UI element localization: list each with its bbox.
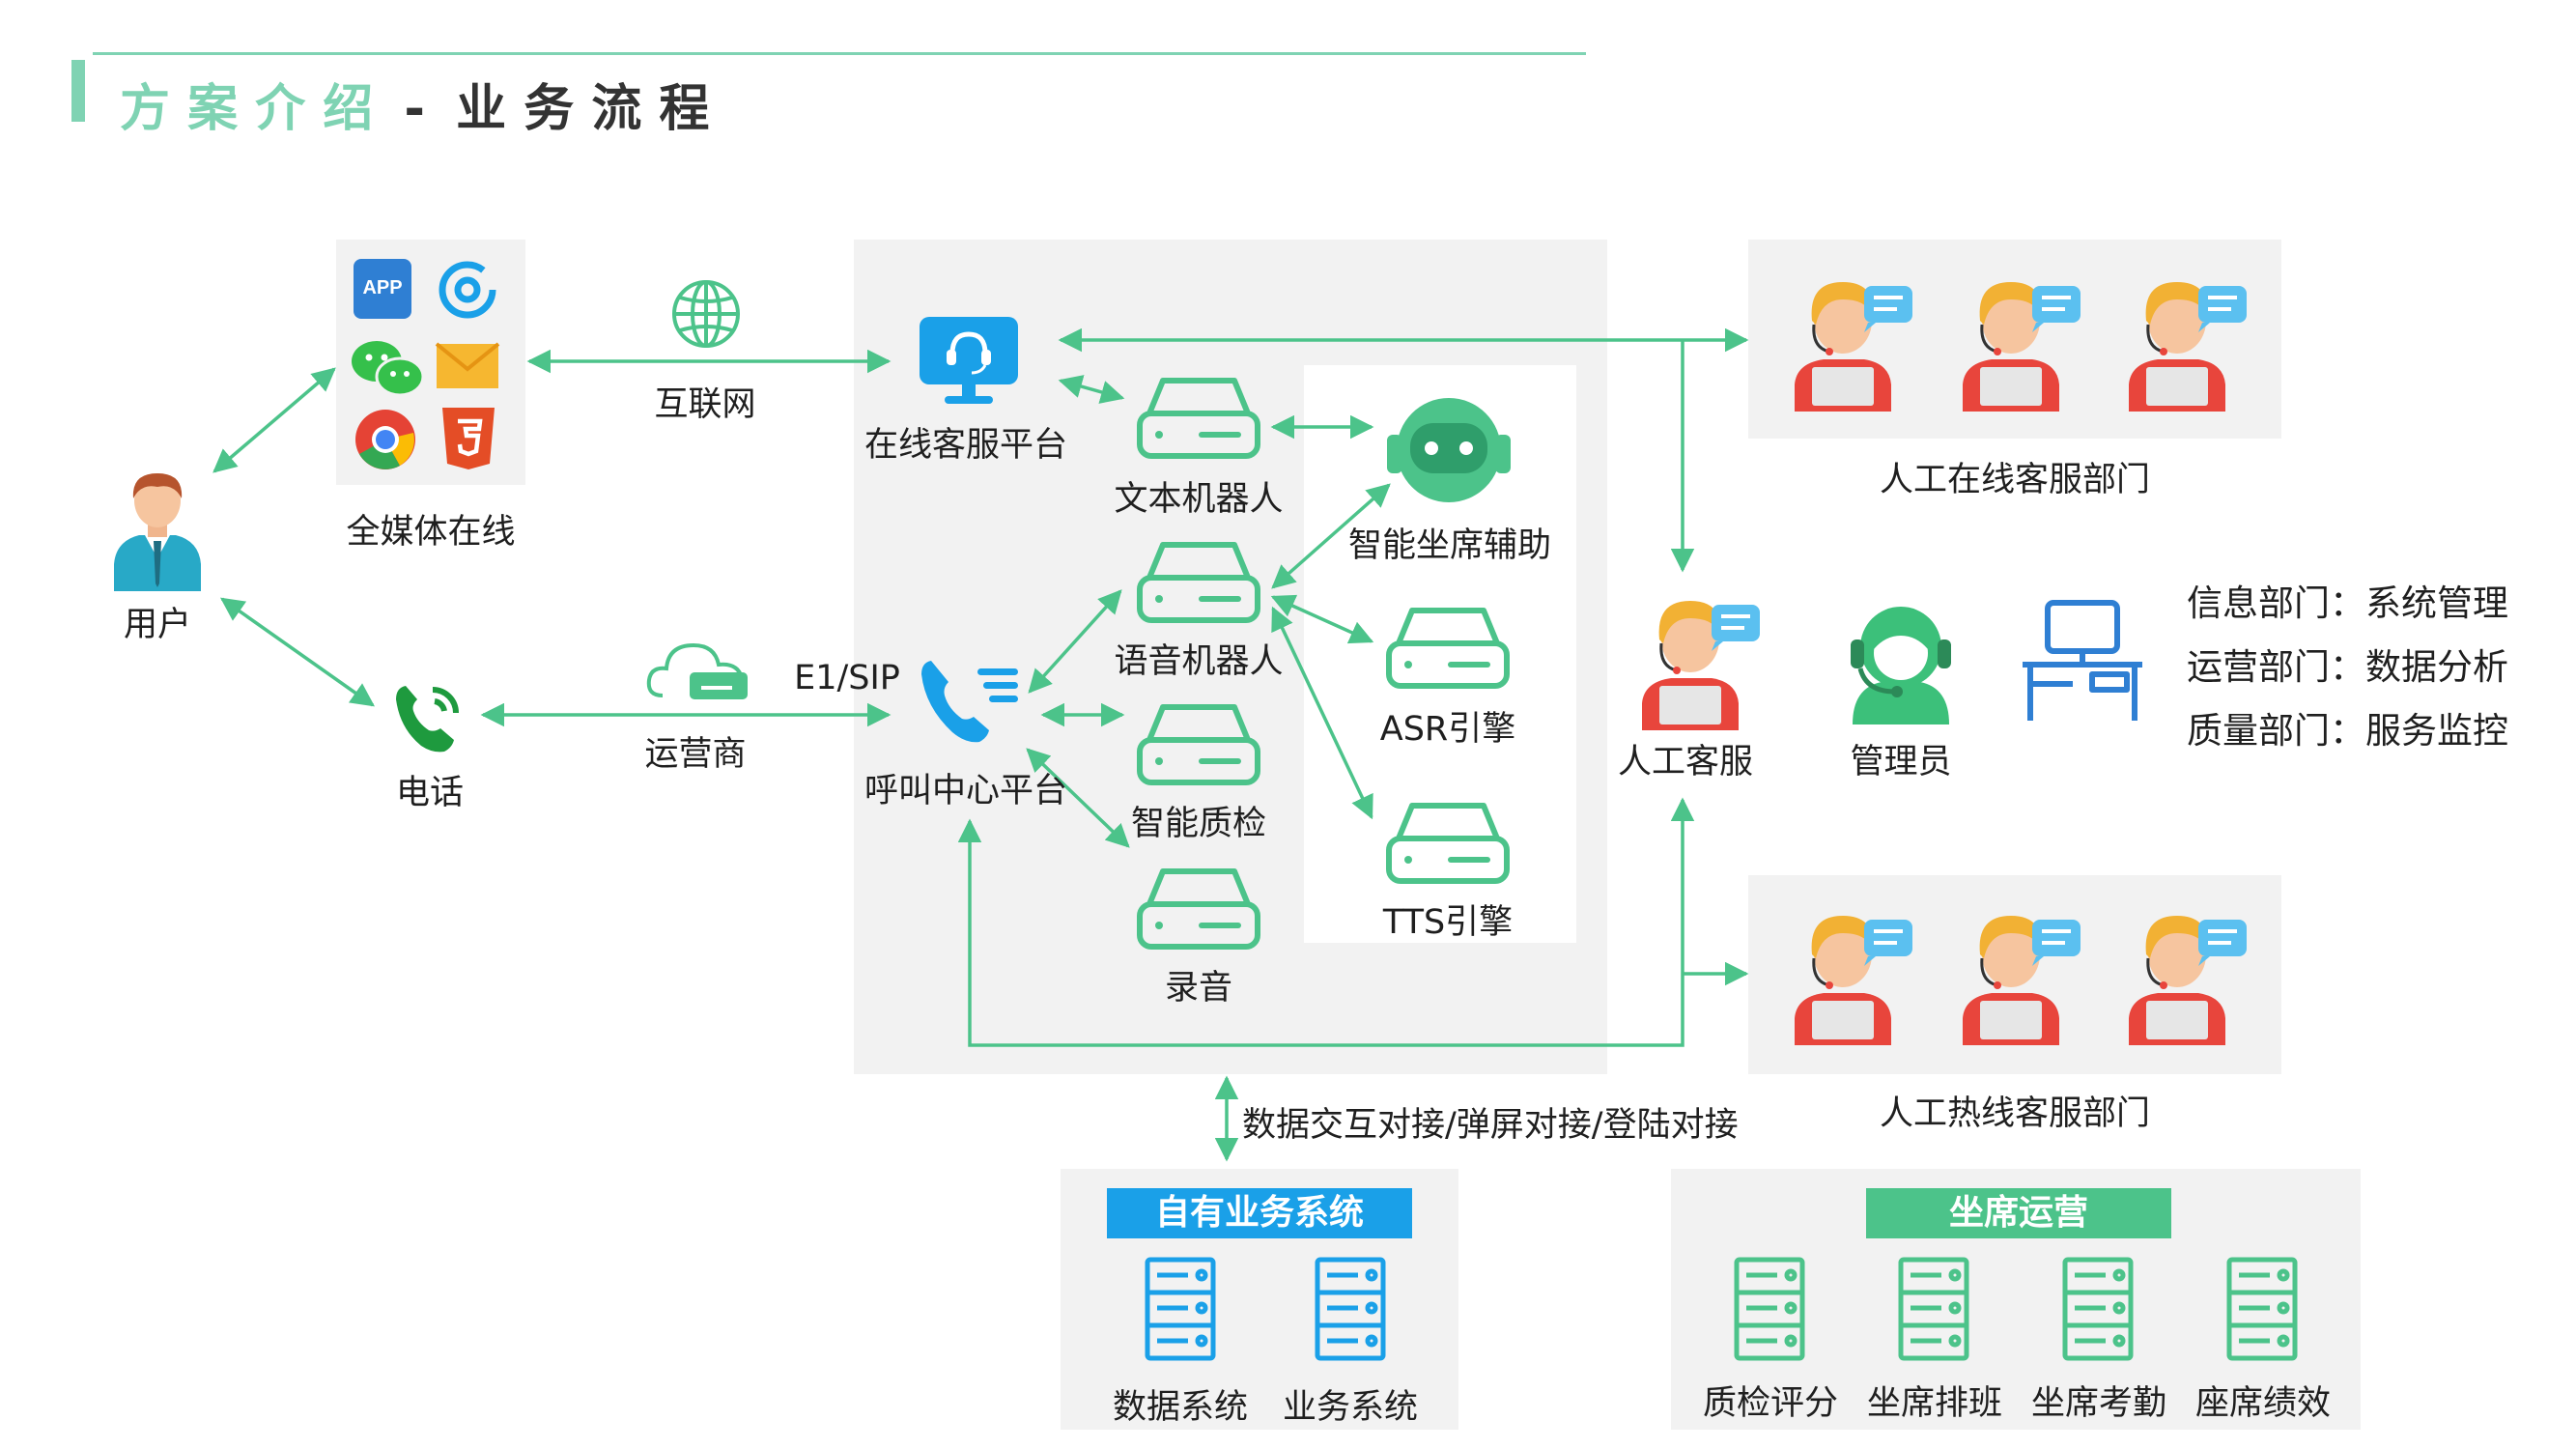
data-link-label: 数据交互对接/弹屏对接/登陆对接 [1242, 1106, 1739, 1145]
carrier-label: 运营商 [644, 735, 747, 774]
arrow-user-phone [219, 597, 376, 707]
arrow-user-media [212, 367, 336, 473]
data-system-server-icon [1145, 1257, 1216, 1361]
recording-label: 录音 [1164, 969, 1232, 1008]
voice-robot-label: 语音机器人 [1114, 642, 1284, 681]
quality-score-server-icon [1734, 1257, 1805, 1361]
own-systems-title: 自有业务系统 [1107, 1188, 1412, 1238]
asr-drive-icon [1386, 608, 1510, 689]
admin-headset-icon [1851, 607, 1951, 724]
department-item: 质量部门：服务监控 [2187, 710, 2508, 752]
title-separator: - [404, 80, 426, 138]
human-agent-icon [1642, 601, 1760, 730]
seat-ops-item: 座席绩效 [2194, 1384, 2331, 1423]
seat-ops-item: 坐席排班 [1866, 1384, 2002, 1423]
seat-ops-title-text: 坐席运营 [1948, 1193, 2088, 1233]
app-badge: APP [362, 277, 403, 298]
call-center-icon [921, 661, 1018, 743]
hotline-dept-label: 人工热线客服部门 [1879, 1094, 2150, 1133]
agent-avatar-icon [1963, 916, 2081, 1045]
seat-ops-item: 质检评分 [1702, 1384, 1838, 1423]
at-sign-icon [439, 261, 496, 319]
protocol-label: E1/SIP [794, 659, 900, 697]
tts-label: TTS引擎 [1382, 903, 1514, 942]
agent-avatar-icon [1963, 282, 2081, 412]
asr-label: ASR引擎 [1379, 710, 1516, 749]
agent-avatar-icon [2129, 916, 2247, 1045]
text-robot-drive-icon [1137, 378, 1260, 459]
phone-icon [396, 686, 459, 753]
internet-label: 互联网 [654, 385, 756, 424]
own-systems-title-text: 自有业务系统 [1154, 1193, 1364, 1233]
user-icon [114, 473, 201, 591]
user-label: 用户 [123, 606, 191, 644]
html5-icon [442, 408, 495, 469]
attendance-server-icon [2062, 1257, 2134, 1361]
own-system-item: 数据系统 [1112, 1388, 1248, 1427]
title-part2: 业 务 流 程 [456, 80, 710, 138]
arrow-voicebot-tts [1271, 606, 1373, 820]
text-robot-label: 文本机器人 [1114, 480, 1284, 519]
agent-assist-label: 智能坐席辅助 [1347, 526, 1551, 565]
media-label: 全媒体在线 [346, 513, 516, 552]
cloud-server-icon [646, 642, 748, 699]
agent-avatar-icon [2129, 282, 2247, 412]
performance-server-icon [2226, 1257, 2298, 1361]
human-agent-label: 人工客服 [1617, 743, 1753, 781]
title-accent-bar [71, 60, 85, 122]
quality-drive-icon [1137, 704, 1260, 785]
agent-avatar-icon [1795, 916, 1912, 1045]
quality-label: 智能质检 [1130, 805, 1266, 843]
online-dept-agents [1783, 270, 2256, 415]
online-dept-label: 人工在线客服部门 [1879, 461, 2150, 499]
recording-drive-icon [1137, 868, 1260, 950]
admin-label: 管理员 [1850, 743, 1952, 781]
tts-drive-icon [1386, 803, 1510, 884]
department-list: 信息部门：系统管理 运营部门：数据分析 质量部门：服务监控 [2187, 574, 2508, 765]
department-item: 信息部门：系统管理 [2187, 582, 2508, 624]
title-part1: 方 案 介 绍 [120, 80, 374, 138]
arrow-call-voicebot [1028, 589, 1122, 694]
arrow-online-textbot [1058, 375, 1125, 404]
app-icon: APP [354, 259, 411, 319]
voice-robot-drive-icon [1137, 542, 1260, 623]
page-title: 方 案 介 绍 - 业 务 流 程 [120, 68, 709, 140]
department-item: 运营部门：数据分析 [2187, 646, 2508, 688]
arrow-voicebot-assist [1271, 483, 1391, 589]
title-rule [93, 52, 1586, 55]
online-platform-label: 在线客服平台 [863, 426, 1067, 465]
globe-icon [672, 280, 740, 348]
phone-label: 电话 [395, 774, 464, 812]
online-service-icon [920, 317, 1018, 404]
seat-ops-title: 坐席运营 [1866, 1188, 2171, 1238]
chrome-icon [355, 410, 415, 469]
robot-head-icon [1387, 398, 1511, 502]
scheduling-server-icon [1898, 1257, 1969, 1361]
agent-avatar-icon [1795, 282, 1912, 412]
loop-call-agent [957, 797, 1695, 1047]
own-system-item: 业务系统 [1282, 1388, 1418, 1427]
hotline-dept-agents [1783, 904, 2256, 1049]
seat-ops-item: 坐席考勤 [2030, 1384, 2166, 1423]
call-platform-label: 呼叫中心平台 [863, 772, 1067, 810]
workstation-icon [2023, 600, 2142, 721]
wechat-icon [352, 341, 425, 397]
business-system-server-icon [1315, 1257, 1386, 1361]
email-icon [435, 342, 500, 388]
